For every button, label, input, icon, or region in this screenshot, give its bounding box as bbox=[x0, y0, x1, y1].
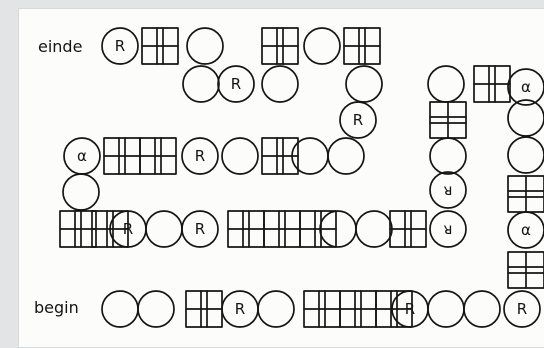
svg-text:R: R bbox=[195, 220, 205, 238]
circle-cell-r: R bbox=[222, 291, 258, 327]
circle-cell bbox=[304, 28, 340, 64]
circle-cell bbox=[328, 138, 364, 174]
svg-text:R: R bbox=[231, 75, 241, 93]
svg-text:α: α bbox=[77, 147, 87, 165]
circle-cell bbox=[183, 66, 219, 102]
circle-cell bbox=[138, 291, 174, 327]
box-cell bbox=[142, 28, 178, 64]
box-cell bbox=[60, 211, 96, 247]
circle-cell bbox=[222, 138, 258, 174]
circle-cell bbox=[356, 211, 392, 247]
circle-cell-reversed-r: ᴚ bbox=[430, 172, 466, 208]
circle-cell-r: R bbox=[102, 28, 138, 64]
svg-text:R: R bbox=[517, 300, 527, 318]
circle-cell-alpha: α bbox=[64, 138, 100, 174]
circle-cell bbox=[346, 66, 382, 102]
box-cell bbox=[104, 138, 140, 174]
circle-cell bbox=[428, 291, 464, 327]
circle-cell-alpha: α bbox=[508, 212, 544, 248]
circle-cell-r: R bbox=[218, 66, 254, 102]
circle-cell-r: R bbox=[182, 211, 218, 247]
box-cell bbox=[508, 176, 544, 212]
box-cell bbox=[430, 102, 466, 138]
circle-cell-r: R bbox=[504, 291, 540, 327]
svg-text:ᴚ: ᴚ bbox=[443, 181, 452, 199]
box-cell bbox=[264, 211, 300, 247]
svg-text:R: R bbox=[235, 300, 245, 318]
circle-cell bbox=[428, 66, 464, 102]
box-cell bbox=[390, 211, 426, 247]
end-label: einde bbox=[38, 37, 82, 56]
circle-cell bbox=[430, 138, 466, 174]
box-cell bbox=[228, 211, 264, 247]
box-cell bbox=[474, 66, 510, 102]
box-cell bbox=[92, 211, 128, 247]
circle-cell bbox=[262, 66, 298, 102]
circle-cell bbox=[187, 28, 223, 64]
svg-text:R: R bbox=[195, 147, 205, 165]
box-cell bbox=[140, 138, 176, 174]
svg-text:R: R bbox=[353, 111, 363, 129]
circle-cell bbox=[258, 291, 294, 327]
start-label: begin bbox=[34, 298, 79, 317]
circle-cell bbox=[102, 291, 138, 327]
circle-cell bbox=[508, 137, 544, 173]
svg-text:R: R bbox=[405, 300, 415, 318]
svg-text:R: R bbox=[115, 37, 125, 55]
box-cell bbox=[508, 252, 544, 288]
box-cell bbox=[304, 291, 340, 327]
box-cell bbox=[262, 28, 298, 64]
box-cell bbox=[186, 291, 222, 327]
box-cell bbox=[340, 291, 376, 327]
circle-cell bbox=[464, 291, 500, 327]
box-cell bbox=[344, 28, 380, 64]
svg-text:α: α bbox=[521, 221, 531, 239]
box-cell bbox=[300, 211, 336, 247]
circle-cell-reversed-r: ᴚ bbox=[430, 211, 466, 247]
svg-text:α: α bbox=[521, 78, 531, 96]
svg-text:ᴚ: ᴚ bbox=[443, 220, 452, 238]
circle-cell-r: R bbox=[182, 138, 218, 174]
circle-cell-r: R bbox=[340, 102, 376, 138]
circle-cell bbox=[63, 174, 99, 210]
circle-cell bbox=[146, 211, 182, 247]
